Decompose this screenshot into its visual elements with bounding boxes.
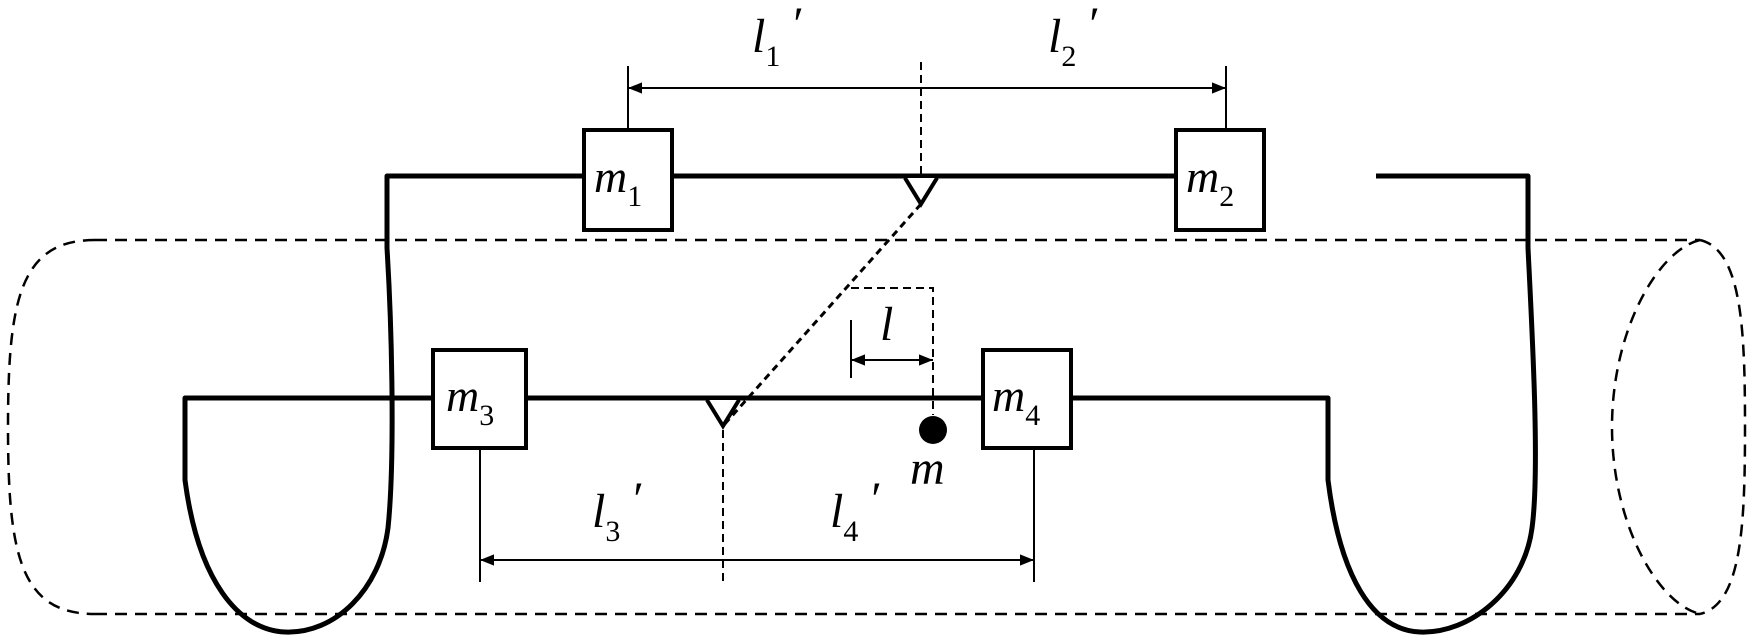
mass-label-m4: m4 [992, 370, 1040, 432]
mass-boxes [431, 128, 1266, 450]
pivots [705, 176, 939, 430]
cylinder-outline [6, 238, 1747, 616]
dim-label-l3: l3′ [592, 473, 642, 548]
offset-dashed-box [851, 287, 934, 415]
mass-label-m2: m2 [1186, 151, 1234, 213]
cylinder-right-end-front [1699, 238, 1747, 616]
lower-pivot [705, 398, 741, 430]
mass-box-m4 [981, 348, 1073, 450]
cylinder-right-end-back [1610, 238, 1701, 616]
dim-label-l4: l4′ [830, 473, 880, 548]
upper-pivot [903, 176, 939, 208]
offset-label-l: l [880, 298, 893, 351]
upper-frame-line [1070, 173, 1538, 635]
dim-label-l2: l2′ [1048, 0, 1098, 73]
mass-label-m3: m3 [446, 370, 494, 432]
cylinder-left-end [6, 238, 96, 616]
mass-box-m2 [1174, 128, 1266, 232]
mass-label-m1: m1 [594, 151, 642, 213]
upper-dimensions [627, 62, 1227, 178]
lower-dimensions [479, 430, 1035, 582]
upper-frame [182, 173, 1538, 635]
offset-dimension [850, 287, 934, 415]
point-mass-dot [919, 416, 947, 444]
point-mass-label: m [910, 442, 945, 495]
pivot-connection-line [721, 203, 923, 427]
upper-frame-left [182, 173, 584, 635]
dim-label-l1: l1′ [752, 0, 802, 73]
